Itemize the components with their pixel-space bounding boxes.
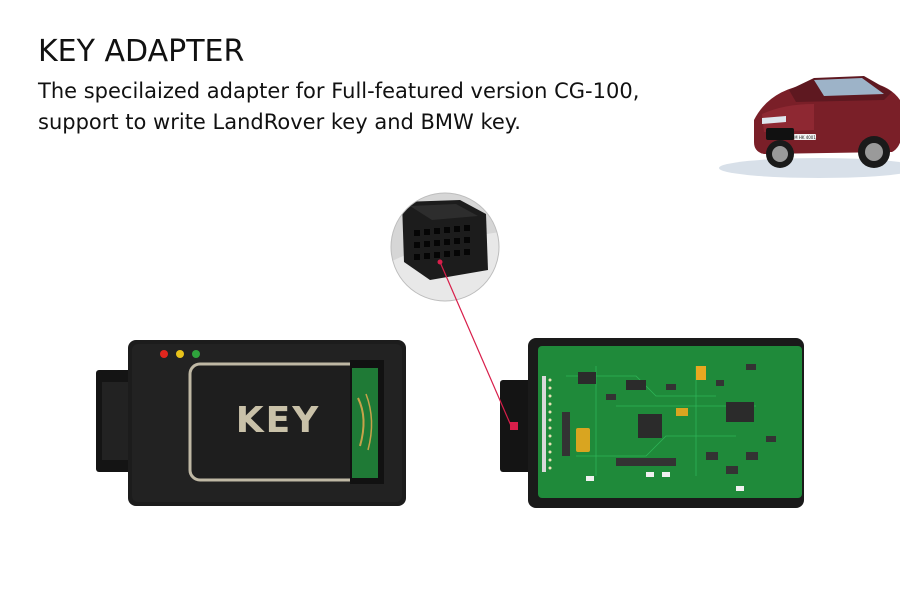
key-adapter-pcb (500, 338, 804, 508)
license-plate: M HK 4001 (794, 135, 816, 140)
key-label: KEY (235, 400, 321, 441)
led-red (160, 350, 168, 358)
car-image: M HK 4001 (719, 76, 900, 178)
product-description: The specilaized adapter for Full-feature… (38, 76, 678, 138)
description-line-1: The specilaized adapter for Full-feature… (38, 79, 640, 103)
description-line-2: support to write LandRover key and BMW k… (38, 110, 521, 134)
led-yellow (176, 350, 184, 358)
led-green (192, 350, 200, 358)
page-title: KEY ADAPTER (38, 34, 245, 69)
key-adapter-case (96, 340, 406, 506)
connector-zoom-image (390, 192, 500, 302)
